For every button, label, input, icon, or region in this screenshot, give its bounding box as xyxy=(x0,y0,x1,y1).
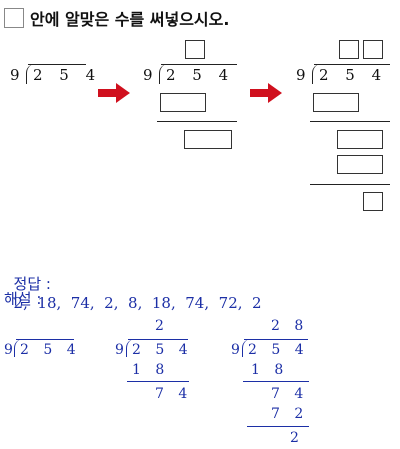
answer-line: 정답 : 2, 18, 74, 2, 8, 18, 74, 72, 2 xyxy=(4,255,262,312)
question-title: 안에 알맞은 수를 써넣으시오. xyxy=(4,6,229,30)
division-overline xyxy=(314,64,390,65)
answer-values: 2, 18, 74, 2, 8, 18, 74, 72, 2 xyxy=(13,294,262,312)
subtraction-rule xyxy=(127,381,189,382)
answer-box-remainder-final[interactable] xyxy=(363,192,383,211)
divisor: 9 xyxy=(10,66,26,84)
division-overline xyxy=(244,339,308,340)
division-bracket xyxy=(242,339,251,357)
answer-box-quotient[interactable] xyxy=(185,40,205,59)
remainder: 2 xyxy=(290,430,304,446)
division-bracket xyxy=(159,64,168,84)
division-overline xyxy=(128,339,188,340)
explanation-label: 해설 : xyxy=(4,290,42,308)
dividend: 2 5 4 xyxy=(33,66,102,84)
subtraction-rule xyxy=(310,184,390,185)
dividend: 2 5 4 xyxy=(132,342,193,358)
quotient: 2 8 xyxy=(271,318,309,334)
answer-box-quotient-tens[interactable] xyxy=(339,40,359,59)
answer-label: 정답 : xyxy=(13,275,51,293)
divisor: 9 xyxy=(4,342,18,358)
division-bracket xyxy=(312,64,321,84)
answer-box-product-two[interactable] xyxy=(337,155,383,174)
answer-box-product[interactable] xyxy=(160,93,206,112)
subtraction-rule xyxy=(157,121,237,122)
division-overline xyxy=(161,64,237,65)
checkbox-square-icon xyxy=(4,8,24,28)
product: 1 8 xyxy=(251,362,289,378)
question-text: 안에 알맞은 수를 써넣으시오. xyxy=(30,10,230,29)
division-bracket xyxy=(26,64,35,84)
answer-box-remainder-one[interactable] xyxy=(337,130,383,149)
arrow-right-icon xyxy=(98,83,130,103)
divisor: 9 xyxy=(296,66,312,84)
divisor: 9 xyxy=(231,342,245,358)
division-overline xyxy=(16,339,74,340)
dividend: 2 5 4 xyxy=(248,342,309,358)
answer-box-quotient-ones[interactable] xyxy=(363,40,383,59)
division-bracket xyxy=(126,339,135,357)
product: 1 8 xyxy=(132,362,170,378)
subtraction-rule xyxy=(243,381,309,382)
answer-box-product-one[interactable] xyxy=(313,93,359,112)
dividend: 2 5 4 xyxy=(20,342,81,358)
remainder: 7 4 xyxy=(155,386,193,402)
divisor: 9 xyxy=(143,66,159,84)
quotient: 2 xyxy=(155,318,169,334)
dividend: 2 5 4 xyxy=(166,66,235,84)
product: 7 2 xyxy=(271,406,309,422)
arrow-right-icon xyxy=(250,83,282,103)
division-overline xyxy=(28,64,86,65)
divisor: 9 xyxy=(115,342,129,358)
division-bracket xyxy=(14,339,23,357)
subtraction-rule xyxy=(247,426,309,427)
subtraction-rule xyxy=(310,121,390,122)
dividend: 2 5 4 xyxy=(319,66,388,84)
answer-box-remainder[interactable] xyxy=(184,130,232,149)
remainder: 7 4 xyxy=(271,386,309,402)
